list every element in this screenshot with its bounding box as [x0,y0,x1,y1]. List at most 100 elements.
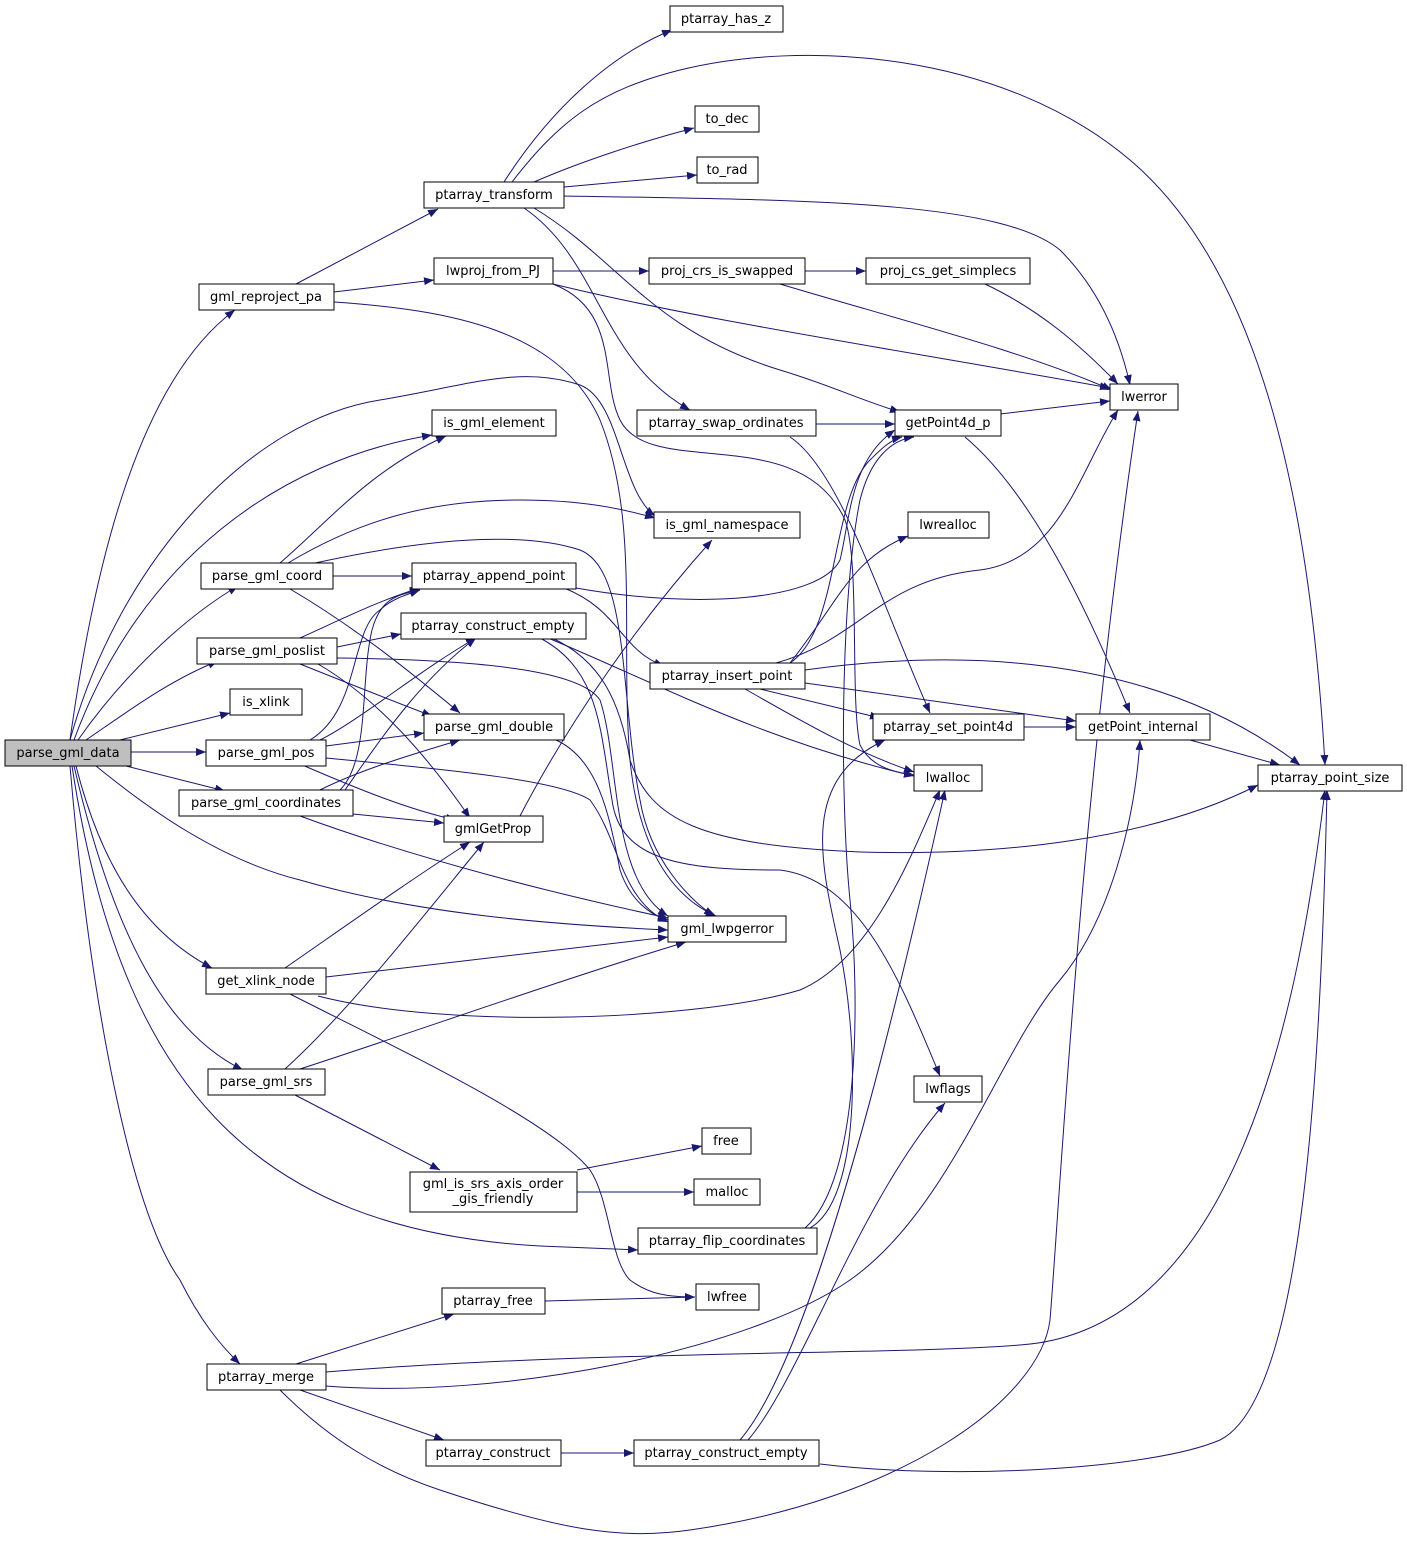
node-ptarray_has_z[interactable]: ptarray_has_z [669,5,784,33]
node-ptarray_append_point[interactable]: ptarray_append_point [411,562,577,590]
edge-ptarray_insert_point-to-getPoint4d_p [789,435,903,664]
edge-parse_gml_coordinates-to-ptarray_append_point [339,588,421,791]
node-lwproj_from_PJ[interactable]: lwproj_from_PJ [433,257,554,285]
node-malloc[interactable]: malloc [693,1178,761,1206]
node-ptarray_point_size[interactable]: ptarray_point_size [1257,764,1403,792]
node-ptarray_swap_ordinates[interactable]: ptarray_swap_ordinates [636,409,817,437]
node-parse_gml_srs[interactable]: parse_gml_srs [207,1068,326,1096]
edge-gml_reproject_pa-to-ptarray_transform [295,208,439,285]
node-ptarray_insert_point[interactable]: ptarray_insert_point [649,662,806,690]
edge-ptarray_insert_point-to-ptarray_point_size [804,659,1301,766]
edge-ptarray_construct_empty_1-to-lwflags [539,637,941,1077]
node-is_gml_element[interactable]: is_gml_element [431,409,557,437]
node-lwrealloc[interactable]: lwrealloc [907,511,990,539]
edge-parse_gml_data-to-parse_gml_coord [77,585,239,741]
node-lwfree[interactable]: lwfree [695,1283,760,1311]
edge-ptarray_merge-to-ptarray_point_size [325,789,1328,1373]
node-to_rad[interactable]: to_rad [696,156,759,184]
node-lwflags[interactable]: lwflags [913,1075,983,1103]
edge-parse_gml_data-to-ptarray_merge [69,765,241,1365]
edge-ptarray_free-to-lwfree [544,1293,696,1302]
edge-ptarray_transform-to-ptarray_point_size [511,54,1329,766]
edge-ptarray_construct_empty_2-to-ptarray_point_size [819,789,1331,1473]
node-free[interactable]: free [701,1127,752,1155]
node-label: getPoint_internal [1088,720,1198,735]
node-gml_lwpgerror[interactable]: gml_lwpgerror [667,915,787,943]
node-label: gmlGetProp [455,822,532,837]
edge-parse_gml_double-to-gml_lwpgerror [555,739,669,922]
node-ptarray_free[interactable]: ptarray_free [441,1287,546,1315]
node-label: lwalloc [926,771,971,786]
node-proj_crs_is_swapped[interactable]: proj_crs_is_swapped [648,257,806,285]
edge-ptarray_flip_coordinates-to-ptarray_set_point4d [809,739,886,1229]
node-label: parse_gml_pos [218,746,315,761]
edge-ptarray_transform-to-getPoint4d_p [533,207,901,413]
edge-get_xlink_node-to-gmlGetProp [284,841,471,969]
edge-ptarray_insert_point-to-getPoint_internal [804,682,1077,724]
node-ptarray_construct_empty[interactable]: ptarray_construct_empty [400,612,587,640]
edge-parse_gml_srs-to-gml_is_srs_axis_order_gis_friendly [294,1094,441,1171]
edge-getPoint_internal-to-ptarray_point_size [1189,739,1281,767]
edge-parse_gml_pos-to-ptarray_construct_empty_1 [319,637,477,741]
edge-gml_is_srs_axis_order_gis_friendly-to-free [576,1143,703,1171]
node-lwerror[interactable]: lwerror [1109,383,1179,411]
node-label: is_xlink [242,695,290,710]
node-label: ptarray_transform [435,188,553,203]
edge-get_xlink_node-to-lwalloc [317,789,941,1018]
node-label: proj_crs_is_swapped [661,264,793,279]
node-ptarray_flip_coordinates[interactable]: ptarray_flip_coordinates [637,1227,818,1255]
node-is_gml_namespace[interactable]: is_gml_namespace [653,511,801,539]
edge-ptarray_construct_empty_1-to-ptarray_point_size [551,637,1259,854]
edge-get_xlink_node-to-gml_lwpgerror [325,934,669,978]
node-label: gml_is_srs_axis_order_gis_friendly [423,1177,564,1207]
node-label: proj_cs_get_simplecs [880,264,1017,279]
node-gml_reproject_pa[interactable]: gml_reproject_pa [198,283,335,311]
edge-parse_gml_data-to-ptarray_flip_coordinates [71,765,639,1254]
edge-ptarray_transform-to-lwerror [563,195,1132,386]
edge-parse_gml_data-to-is_gml_namespace [69,376,656,741]
node-parse_gml_double[interactable]: parse_gml_double [423,713,565,741]
node-ptarray_transform[interactable]: ptarray_transform [423,181,565,209]
edge-ptarray_insert_point-to-lwrealloc [789,535,909,664]
node-ptarray_construct_empty[interactable]: ptarray_construct_empty [633,1439,820,1467]
node-parse_gml_data[interactable]: parse_gml_data [4,739,132,767]
edge-ptarray_construct_empty_1-to-lwalloc [547,637,915,778]
node-lwalloc[interactable]: lwalloc [913,764,983,792]
edge-parse_gml_coordinates-to-parse_gml_double [319,739,461,791]
edge-gmlGetProp-to-is_gml_namespace [519,539,713,817]
node-getPoint_internal[interactable]: getPoint_internal [1075,713,1211,741]
node-label: is_gml_element [443,416,545,431]
edge-lwproj_from_PJ-to-lwerror [552,283,1111,391]
node-label: lwrealloc [919,518,977,533]
node-is_xlink[interactable]: is_xlink [229,688,303,716]
node-label: to_rad [706,163,747,178]
node-label: is_gml_namespace [666,518,789,533]
edge-ptarray_transform-to-ptarray_swap_ordinates [523,207,691,411]
node-parse_gml_poslist[interactable]: parse_gml_poslist [196,637,338,665]
node-label: get_xlink_node [217,974,314,989]
node-label: to_dec [706,112,749,127]
edge-parse_gml_poslist-to-gmlGetProp [317,663,471,819]
node-label: getPoint4d_p [906,416,991,431]
node-gml_is_srs_axis_order_gis_friendly[interactable]: gml_is_srs_axis_order_gis_friendly [409,1171,578,1213]
node-proj_cs_get_simplecs[interactable]: proj_cs_get_simplecs [865,257,1031,285]
edge-parse_gml_poslist-to-ptarray_construct_empty_1 [336,632,402,648]
edge-parse_gml_srs-to-gmlGetProp [284,841,485,1070]
node-parse_gml_coordinates[interactable]: parse_gml_coordinates [178,789,354,817]
node-parse_gml_pos[interactable]: parse_gml_pos [205,739,327,767]
node-label: ptarray_has_z [681,12,771,27]
node-getPoint4d_p[interactable]: getPoint4d_p [894,409,1002,437]
edge-ptarray_merge-to-ptarray_construct [299,1389,445,1441]
node-ptarray_set_point4d[interactable]: ptarray_set_point4d [872,713,1025,741]
node-gmlGetProp[interactable]: gmlGetProp [443,815,544,843]
edge-ptarray_swap_ordinates-to-ptarray_set_point4d [789,436,931,714]
edge-parse_gml_pos-to-ptarray_append_point [309,589,421,741]
node-ptarray_construct[interactable]: ptarray_construct [425,1439,562,1467]
edge-proj_cs_get_simplecs-to-lwerror [984,283,1119,385]
node-label: free [713,1134,739,1149]
node-parse_gml_coord[interactable]: parse_gml_coord [200,562,334,590]
node-ptarray_merge[interactable]: ptarray_merge [206,1363,327,1391]
node-label: ptarray_construct_empty [411,619,574,634]
node-get_xlink_node[interactable]: get_xlink_node [205,967,327,995]
node-to_dec[interactable]: to_dec [694,105,760,133]
